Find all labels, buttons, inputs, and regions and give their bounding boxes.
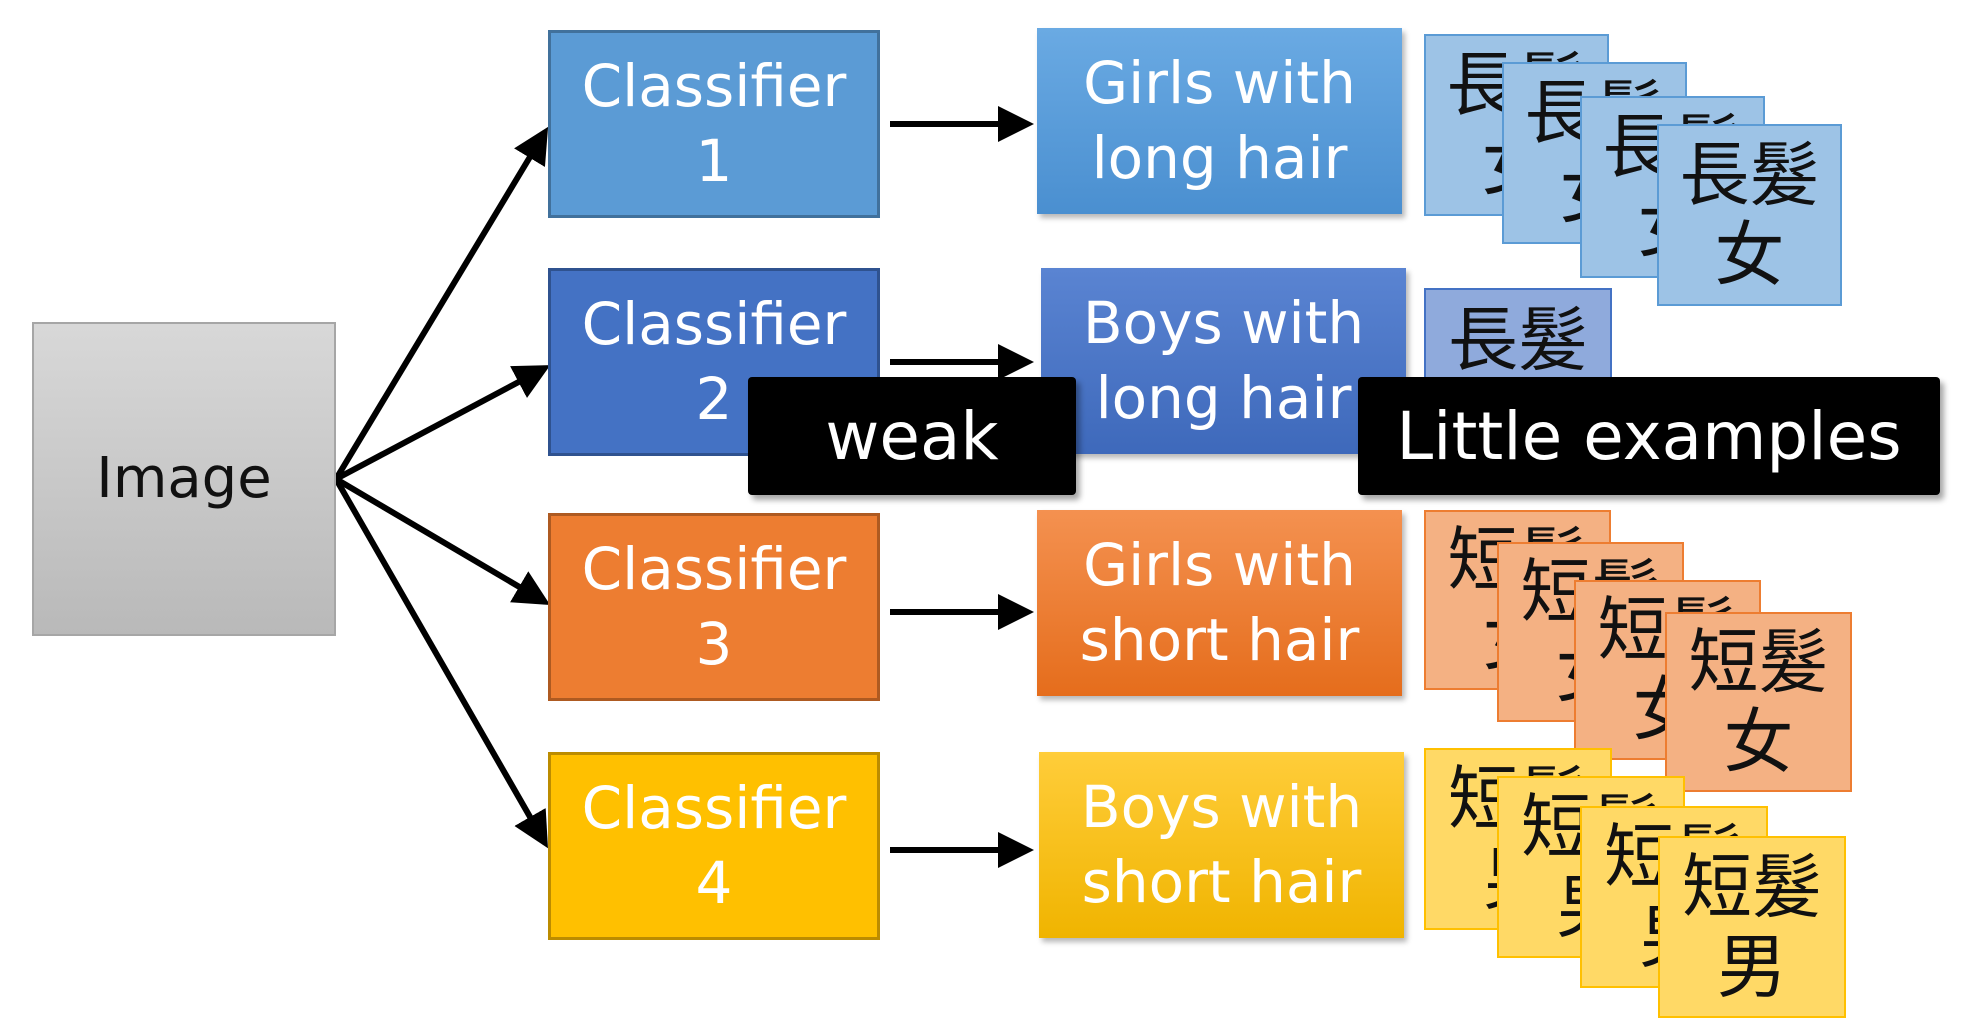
weak-banner: weak <box>748 377 1076 495</box>
classifier-2-box: Classifier 2 <box>548 268 880 456</box>
group-2-line-1: Boys with <box>1082 288 1365 357</box>
example-card: 短髮 女 <box>1665 612 1852 792</box>
example-card: 短髮 男 <box>1658 836 1846 1018</box>
classifier-2-number: 2 <box>695 365 733 433</box>
arrow-image-to-classifier-2 <box>334 365 551 482</box>
little-examples-banner-text: Little examples <box>1396 397 1902 475</box>
group-3-line-1: Girls with <box>1083 530 1356 599</box>
arrow-image-to-classifier-4 <box>333 477 548 849</box>
classifier-1-box: Classifier 1 <box>548 30 880 218</box>
group-4-line-2: short hair <box>1081 848 1362 916</box>
group-1-line-2: long hair <box>1091 124 1348 192</box>
weak-banner-text: weak <box>825 397 999 475</box>
group-boys-short-hair: Boys with short hair <box>1039 752 1404 938</box>
group-girls-short-hair: Girls with short hair <box>1037 510 1402 696</box>
card-text-line-2: 女 <box>1714 214 1785 296</box>
classifier-3-number: 3 <box>695 610 733 678</box>
classifier-3-title: Classifier <box>581 534 847 603</box>
group-2-line-2: long hair <box>1095 364 1352 432</box>
little-examples-banner: Little examples <box>1358 377 1940 495</box>
example-card: 長髮 女 <box>1657 124 1842 306</box>
image-box: Image <box>32 322 336 636</box>
group-4-line-1: Boys with <box>1080 772 1363 841</box>
image-label: Image <box>96 445 272 511</box>
card-text-line-1: 短髮 <box>1688 620 1829 703</box>
group-girls-long-hair: Girls with long hair <box>1037 28 1402 214</box>
card-text-line-2: 男 <box>1717 926 1787 1008</box>
arrow-image-to-classifier-1 <box>333 126 549 481</box>
classifier-3-box: Classifier 3 <box>548 513 880 701</box>
classifier-4-box: Classifier 4 <box>548 752 880 940</box>
classifier-2-title: Classifier <box>581 289 847 358</box>
card-text-line-1: 短髮 <box>1682 845 1822 928</box>
classifier-1-title: Classifier <box>581 51 847 120</box>
arrow-image-to-classifier-3 <box>334 476 551 606</box>
group-1-line-1: Girls with <box>1083 48 1356 117</box>
group-3-line-2: short hair <box>1079 606 1360 674</box>
card-text-line-1: 長髮 <box>1679 133 1820 216</box>
classifier-4-title: Classifier <box>581 773 847 842</box>
card-text-line-2: 女 <box>1723 701 1794 783</box>
classifier-4-number: 4 <box>695 849 733 917</box>
classifier-1-number: 1 <box>695 127 733 195</box>
card-text-line-1: 長髮 <box>1448 299 1588 381</box>
group-boys-long-hair: Boys with long hair <box>1041 268 1406 454</box>
